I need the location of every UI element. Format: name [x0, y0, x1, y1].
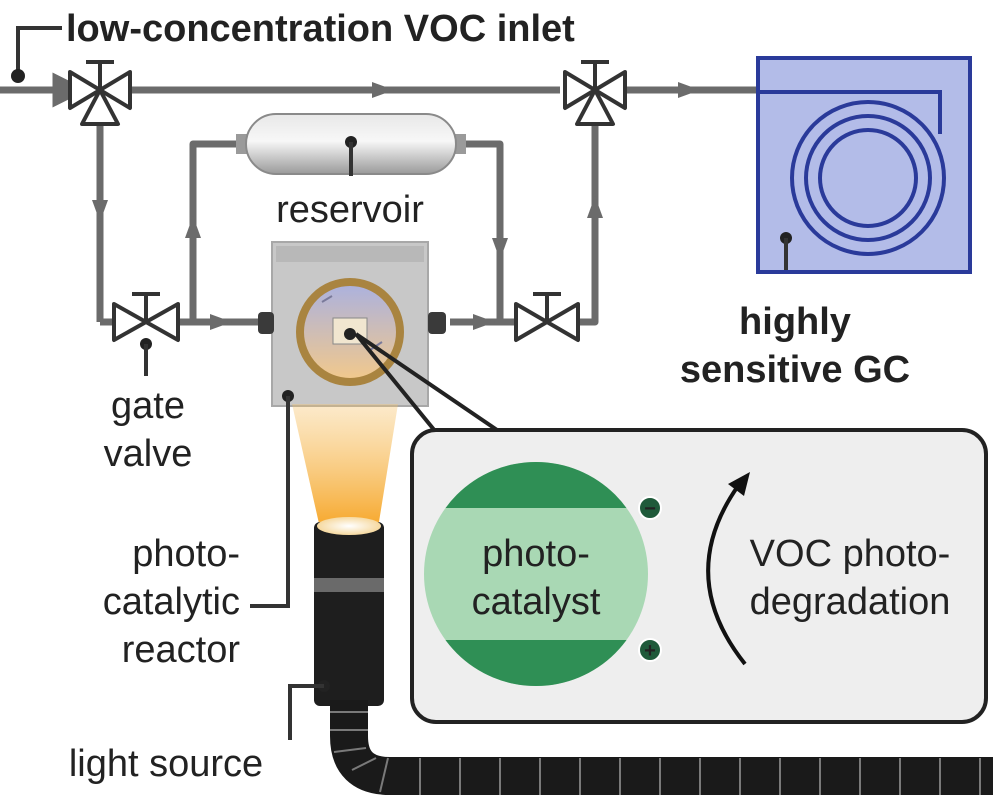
- inlet-pointer: [11, 26, 62, 83]
- svg-text:−: −: [644, 498, 656, 520]
- arrow-loop-down: [492, 238, 508, 260]
- reactor-label-line1: photo-: [132, 533, 240, 575]
- light-source[interactable]: [288, 517, 384, 740]
- reactor-label-line3: reactor: [122, 629, 241, 671]
- gate-valve-pointer: [140, 338, 152, 376]
- inlet-label: low-concentration VOC inlet: [66, 8, 575, 50]
- reservoir-tank[interactable]: [236, 113, 466, 176]
- gate-valve-label-line2: valve: [104, 433, 193, 475]
- gas-chromatograph[interactable]: [756, 56, 972, 274]
- pipe-reservoir-loop-right: [462, 140, 504, 322]
- degradation-label-line2: degradation: [750, 581, 951, 623]
- reactor-label-line2: catalytic: [103, 581, 240, 623]
- fiber-cable: [330, 700, 993, 795]
- catalyst-label-line1: photo-: [482, 533, 590, 575]
- pipe-right-up: [578, 125, 599, 326]
- catalyst-label-line2: catalyst: [472, 581, 601, 623]
- flow-arrows: [92, 82, 700, 330]
- electron-symbol: −: [638, 496, 662, 520]
- gate-valve-right[interactable]: [514, 292, 580, 342]
- gc-column-coil: [758, 90, 946, 256]
- arrow-right-up: [587, 196, 603, 218]
- catalyst-zoom-inset: − +: [354, 332, 988, 724]
- gate-valve-left[interactable]: [112, 292, 180, 342]
- reservoir-label: reservoir: [276, 189, 424, 231]
- arrow-gate-right: [210, 314, 232, 330]
- three-way-valve-left[interactable]: [68, 60, 132, 126]
- light-beam: [292, 404, 398, 528]
- hole-symbol: +: [638, 638, 662, 662]
- arrow-to-gc: [678, 82, 700, 98]
- three-way-valve-right[interactable]: [563, 60, 627, 126]
- degradation-label-line1: VOC photo-: [750, 533, 951, 575]
- gate-valve-label-line1: gate: [111, 385, 185, 427]
- arrow-loop-up: [185, 216, 201, 238]
- reaction-arrow: [706, 472, 750, 666]
- light-source-label: light source: [69, 743, 263, 785]
- arrow-main-right: [372, 82, 394, 98]
- arrow-left-down: [92, 200, 108, 222]
- arrow-reactor-right: [473, 314, 495, 330]
- svg-text:+: +: [644, 640, 656, 662]
- pipe-reservoir-loop-left: [189, 140, 240, 322]
- gc-label-line2: sensitive GC: [680, 349, 910, 391]
- gc-label-line1: highly: [739, 301, 851, 343]
